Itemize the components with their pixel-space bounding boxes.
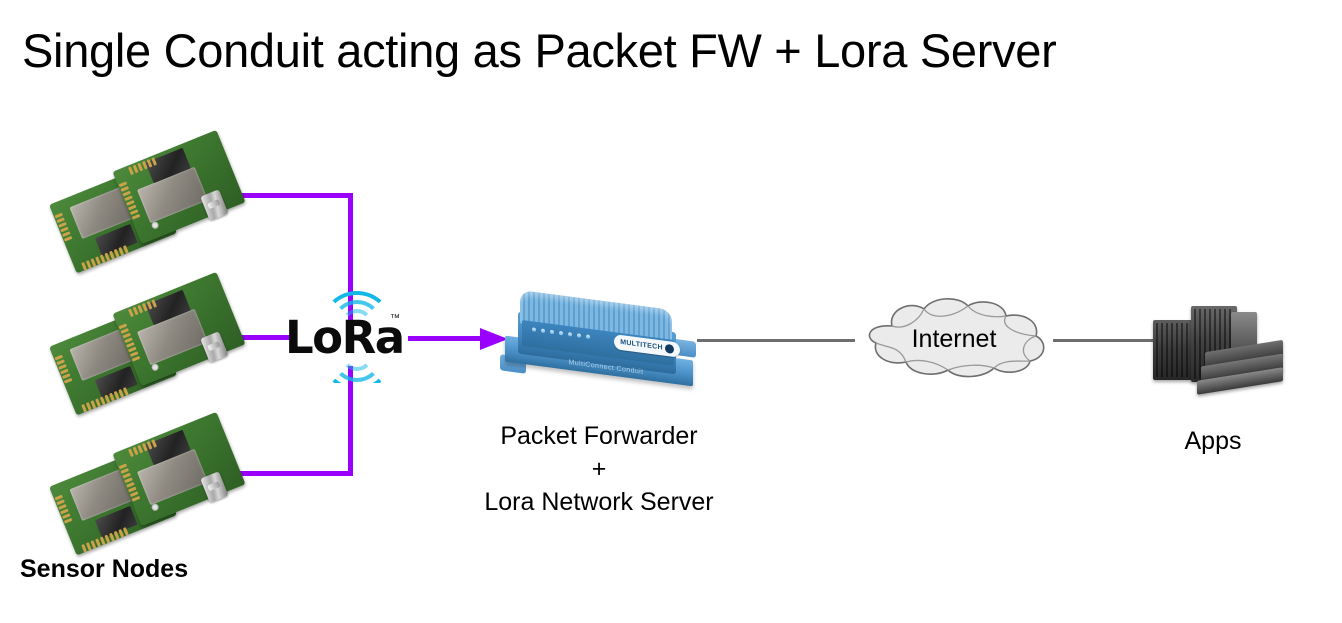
sensor-node-group-bottom <box>45 411 246 556</box>
led-indicators <box>532 327 590 339</box>
page-title: Single Conduit acting as Packet FW + Lor… <box>22 24 1057 77</box>
multitech-logo-text: MULTITECH <box>620 338 663 352</box>
link-bottom-node-horizontal <box>205 471 353 476</box>
server-vent <box>1156 323 1192 377</box>
coax-connector <box>200 331 229 363</box>
apps-label: Apps <box>1184 427 1242 455</box>
link-top-node-vertical <box>348 193 353 338</box>
lora-wordmark: LoRa <box>285 311 405 364</box>
link-internet-to-apps <box>1053 339 1163 342</box>
link-conduit-to-internet <box>697 339 855 342</box>
lora-signal-waves-top <box>325 291 381 317</box>
sensor-node-group-top <box>45 129 246 274</box>
link-bottom-node-vertical <box>348 366 353 476</box>
conduit-role-line-3: Lora Network Server <box>484 488 714 516</box>
coax-connector <box>200 471 229 503</box>
coax-connector <box>200 189 229 221</box>
wave-arc-inner <box>341 357 373 371</box>
conduit-role-line-1: Packet Forwarder <box>500 422 698 450</box>
sensor-nodes-label: Sensor Nodes <box>20 555 189 583</box>
lora-signal-waves-bottom <box>325 357 381 383</box>
wave-arc-outer <box>325 291 381 317</box>
cloud-shape-icon <box>868 298 1045 378</box>
internet-cloud: Internet <box>848 296 1060 380</box>
wave-arc-inner <box>341 309 373 317</box>
mount-hole <box>150 220 160 230</box>
link-lora-to-conduit-arrow <box>408 328 518 350</box>
multitech-logo-dot <box>664 343 674 354</box>
edge-pads-side <box>54 354 73 384</box>
blade-server-chassis <box>1153 320 1195 380</box>
link-top-node-horizontal <box>205 193 353 198</box>
sensor-node-group-middle <box>45 271 246 416</box>
edge-pads-side <box>54 212 73 242</box>
conduit-gateway-device: MULTITECH MultiConnect Conduit <box>500 289 696 392</box>
conduit-role-label: Packet Forwarder + Lora Network Server <box>449 420 749 519</box>
lora-trademark: ™ <box>390 313 400 324</box>
arrow-shaft <box>408 336 486 341</box>
mount-hole <box>150 502 160 512</box>
conduit-role-line-2: + <box>591 455 607 483</box>
link-middle-node-horizontal <box>205 335 295 340</box>
application-servers <box>1153 302 1283 395</box>
edge-pads-side <box>54 494 73 524</box>
wave-arc-mid <box>332 300 381 317</box>
arrow-head-icon <box>480 328 508 350</box>
wave-arc-mid <box>332 357 381 382</box>
mount-hole <box>150 362 160 372</box>
internet-label: Internet <box>911 325 997 353</box>
lora-logo: LoRa ™ <box>285 291 410 383</box>
